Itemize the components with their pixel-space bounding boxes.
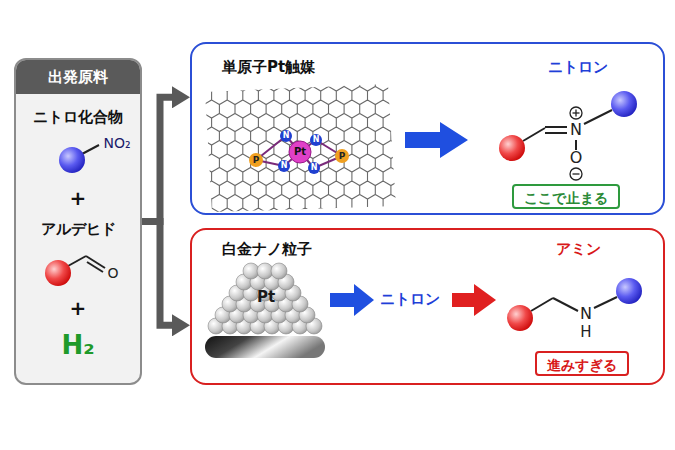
atom-label: N [313, 136, 320, 144]
source-panel: 出発原料ニトロ化合物 + アルデヒド + H₂ [14, 58, 142, 385]
pt-sphere [243, 263, 259, 279]
bond [68, 256, 86, 266]
atom-label: NO₂ [103, 136, 130, 150]
bond [584, 110, 612, 124]
node-text: アミン [556, 240, 601, 258]
n-atom [280, 130, 292, 142]
panel-ground [15, 59, 141, 384]
atom-label: P [253, 156, 260, 165]
bond [82, 145, 99, 154]
node-text: ニトロン [548, 58, 608, 76]
bond [531, 298, 553, 311]
atom-label: H [580, 325, 591, 340]
node-text: アルデヒド [16, 220, 140, 238]
atom-label: N [281, 162, 288, 170]
node-text: H₂ [16, 330, 140, 361]
bond [594, 297, 617, 308]
atom-label: O [570, 150, 583, 166]
atom-label: N [570, 122, 582, 138]
catalyst-box: 白金ナノ粒子ニトロン アミン進みすぎる [190, 228, 665, 385]
minus-charge [570, 168, 582, 180]
pt-sphere [271, 263, 287, 279]
block-arrow [405, 122, 468, 158]
red-ball [499, 135, 525, 161]
p-atom [335, 149, 349, 163]
blue-ball [616, 278, 642, 304]
catalyst-box: 単原子Pt触媒 ニトロンここで止まる [190, 42, 665, 215]
pt-nanoparticle [208, 263, 322, 334]
n-atom [308, 162, 320, 174]
bond [553, 298, 578, 311]
node-text: ここで止まる [524, 190, 608, 207]
blue-ball [59, 147, 85, 173]
pt-complex [256, 136, 342, 168]
block-arrow [330, 284, 374, 316]
node-text: 単原子Pt触媒 [222, 58, 315, 76]
node-text: 進みすぎる [547, 357, 617, 374]
bond [545, 126, 567, 128]
n-atom [278, 160, 290, 172]
result-box: 進みすぎる [535, 351, 629, 376]
n-atom [310, 134, 322, 146]
node-text: + [16, 186, 140, 210]
atom-label: Pt [257, 290, 275, 305]
atom-label: O [107, 266, 118, 280]
atom-label: N [283, 132, 290, 140]
result-box: ここで止まる [512, 184, 620, 209]
node-text: ニトロン [380, 290, 440, 308]
node-text: 出発原料 [16, 60, 140, 94]
red-ball [45, 260, 71, 286]
bond [87, 262, 103, 272]
plus-charge [570, 107, 582, 119]
block-arrow [452, 284, 496, 316]
node-text: + [16, 296, 140, 320]
node-text: ニトロ化合物 [16, 108, 140, 126]
atom-label: P [339, 152, 346, 161]
node-text: 白金ナノ粒子 [222, 240, 312, 258]
p-atom [249, 153, 263, 167]
blue-ball [611, 91, 637, 117]
pt-atom [289, 141, 311, 163]
pt-sphere [257, 263, 273, 279]
atom-label: Pt [294, 147, 306, 157]
bond [575, 140, 577, 150]
atom-label: N [311, 164, 318, 172]
red-ball [507, 305, 533, 331]
bond [545, 132, 567, 134]
atom-label: N [580, 306, 592, 322]
flow-arrow [142, 97, 180, 221]
bond [523, 128, 545, 141]
flow-arrow [142, 222, 180, 326]
support [205, 336, 325, 358]
